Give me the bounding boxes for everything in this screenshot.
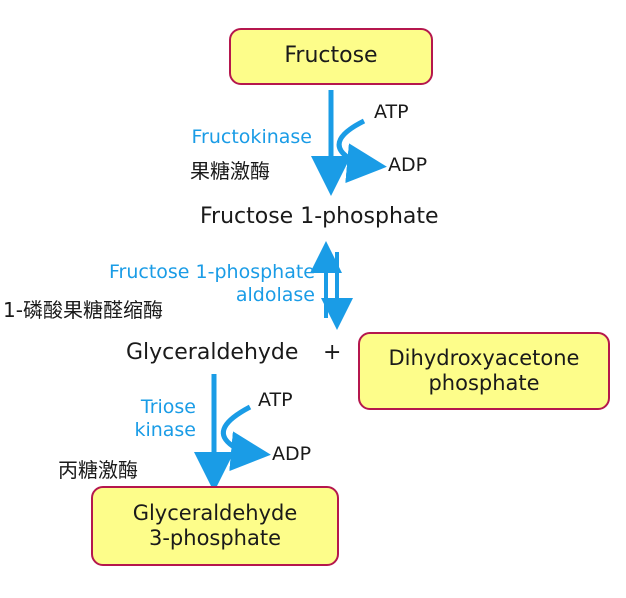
fructose-1-phosphate-label: Fructose 1-phosphate — [200, 204, 439, 229]
step1-adp-label: ADP — [388, 154, 428, 176]
fructokinase-label: Fructokinase — [191, 126, 312, 148]
fructokinase-cn-label: 果糖激酶 — [190, 159, 270, 183]
triose-kinase-line2: kinase — [134, 419, 196, 442]
aldolase-label-line1: Fructose 1-phosphate — [108, 261, 315, 283]
g3p-line1: Glyceraldehyde — [132, 500, 298, 525]
dhap-line1: Dihydroxyacetone — [388, 345, 580, 370]
aldolase-cn-label: 1-磷酸果糖醛缩酶 — [3, 298, 163, 322]
g3p-box: Glyceraldehyde 3-phosphate — [91, 486, 339, 566]
step3-adp-label: ADP — [272, 443, 312, 465]
plus-sign: + — [323, 340, 342, 365]
aldolase-label: Fructose 1-phosphate aldolase — [70, 261, 315, 307]
aldolase-label-line2: aldolase — [235, 284, 315, 307]
fructose-label: Fructose — [284, 43, 378, 69]
dhap-line2: phosphate — [428, 371, 540, 395]
g3p-line2: 3-phosphate — [148, 526, 282, 550]
glyceraldehyde-label: Glyceraldehyde — [126, 340, 299, 365]
triose-kinase-cn-label: 丙糖激酶 — [58, 458, 138, 482]
triose-kinase-label: Triose kinase — [100, 396, 196, 442]
step3-cofactor-arrow — [220, 404, 271, 472]
dhap-box: Dihydroxyacetone phosphate — [358, 332, 610, 410]
step3-atp-label: ATP — [258, 389, 293, 411]
step1-atp-label: ATP — [374, 101, 409, 123]
triose-kinase-line1: Triose — [140, 396, 196, 418]
fructose-box: Fructose — [229, 28, 433, 85]
step1-cofactor-arrow — [336, 118, 387, 184]
